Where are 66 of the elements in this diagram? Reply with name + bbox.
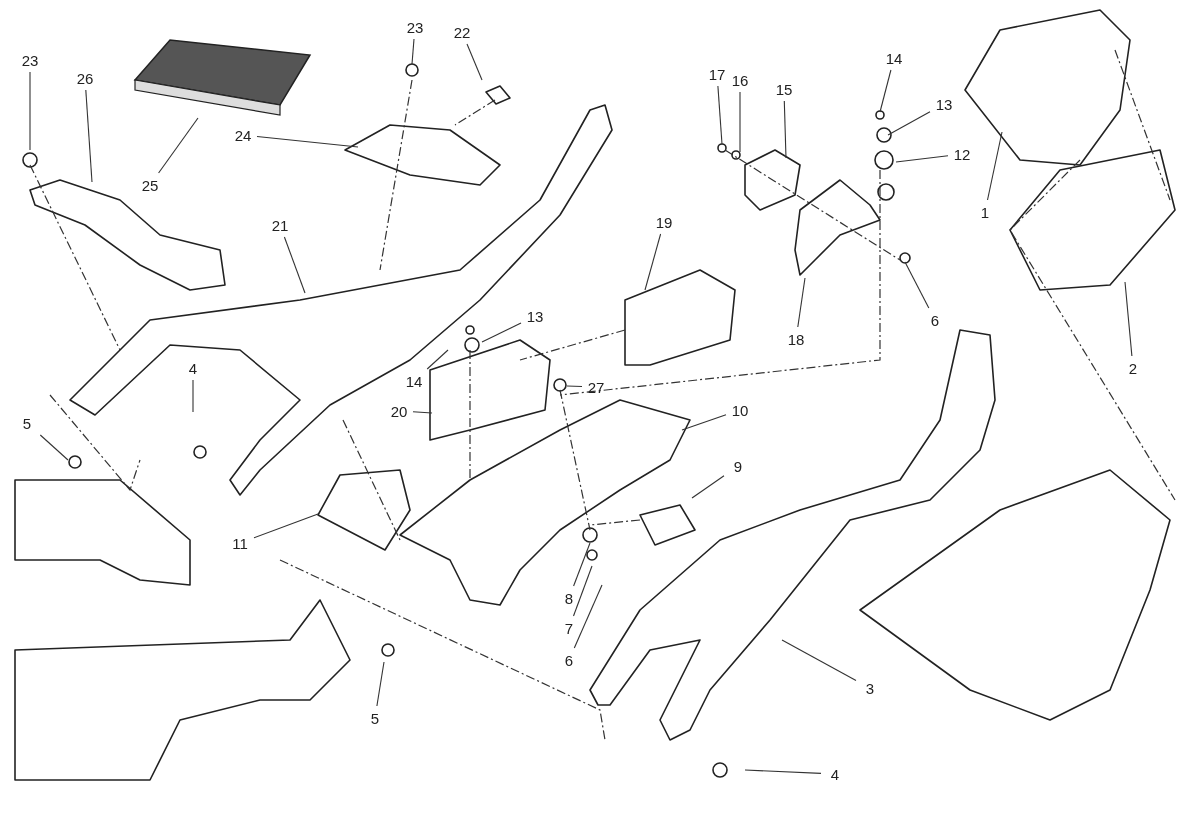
- callout-number: 27: [587, 378, 605, 396]
- leader-line: [39, 434, 69, 461]
- callout-number: 20: [390, 402, 408, 420]
- callout-number: 23: [21, 51, 39, 69]
- callout-number: 6: [930, 311, 940, 329]
- callout-number: 4: [188, 359, 198, 377]
- callout-number: 18: [787, 330, 805, 348]
- leader-line: [412, 411, 433, 414]
- leader-line: [717, 85, 723, 145]
- leader-line: [895, 155, 949, 163]
- leader-line: [879, 69, 892, 113]
- callout-number: 3: [865, 679, 875, 697]
- leader-line: [411, 38, 415, 65]
- callout-number: 14: [405, 372, 423, 390]
- callout-number: 6: [564, 651, 574, 669]
- leader-line: [481, 322, 522, 343]
- leader-line: [253, 513, 319, 539]
- callout-number: 25: [141, 176, 159, 194]
- callout-number: 23: [406, 18, 424, 36]
- leader-line: [681, 414, 727, 431]
- callout-number: 5: [22, 414, 32, 432]
- leader-line: [1124, 281, 1133, 357]
- leader-line: [573, 584, 603, 649]
- callout-number: 21: [271, 216, 289, 234]
- leader-line: [192, 379, 194, 413]
- leader-line: [904, 261, 930, 309]
- callout-number: 11: [232, 534, 248, 552]
- callout-number: 5: [370, 709, 380, 727]
- callout-number: 17: [708, 65, 726, 83]
- leader-line: [426, 349, 449, 370]
- callout-number: 26: [76, 69, 94, 87]
- leader-line: [572, 565, 593, 617]
- leader-line: [781, 639, 857, 681]
- callout-number: 15: [775, 80, 793, 98]
- leader-line: [783, 100, 787, 159]
- callout-number: 7: [564, 619, 574, 637]
- callout-number: 8: [564, 589, 574, 607]
- leader-line: [797, 277, 806, 328]
- leader-line: [986, 131, 1003, 201]
- leader-line: [466, 43, 483, 81]
- leader-line: [283, 236, 306, 294]
- callout-number: 2: [1128, 359, 1138, 377]
- leader-line: [158, 117, 199, 174]
- callout-number: 24: [234, 126, 252, 144]
- leader-line: [29, 71, 31, 151]
- leader-line: [376, 661, 385, 707]
- callout-number: 22: [453, 23, 471, 41]
- callout-number: 4: [830, 765, 840, 783]
- leader-line: [887, 111, 931, 136]
- callout-number: 19: [655, 213, 673, 231]
- leader-line: [256, 135, 359, 148]
- leader-line: [644, 233, 662, 291]
- callout-number: 13: [526, 307, 544, 325]
- callout-number: 13: [935, 95, 953, 113]
- leader-line: [85, 89, 93, 183]
- leader-line: [691, 475, 725, 499]
- leader-line: [744, 769, 822, 774]
- callout-number: 12: [953, 145, 971, 163]
- leader-line: [566, 385, 583, 388]
- callout-number: 16: [731, 71, 749, 89]
- callout-number: 14: [885, 49, 903, 67]
- leader-line: [739, 91, 741, 153]
- callout-number: 10: [731, 401, 749, 419]
- callout-number: 9: [733, 457, 743, 475]
- leader-line: [573, 542, 591, 587]
- callout-number: 1: [980, 203, 990, 221]
